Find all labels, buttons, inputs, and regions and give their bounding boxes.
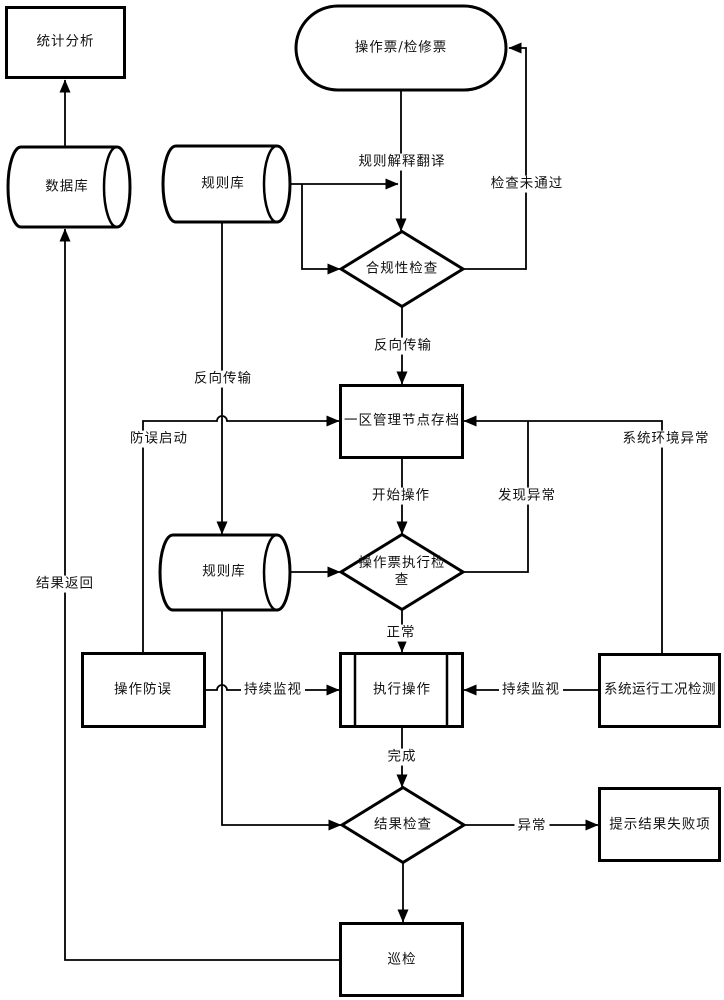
edge-label-result-return: 结果返回 (33, 575, 97, 593)
edge-label-reverse-transmission-left: 反向传输 (191, 370, 255, 388)
failure-prompt-label: 提示结果失败项 (609, 816, 711, 833)
edge-label-rule-interpretation: 规则解释翻译 (355, 153, 449, 171)
edge-label-monitor-left: 持续监视 (241, 681, 305, 699)
database-cylinder-face (102, 145, 118, 229)
edge-label-anti-error-start: 防误启动 (127, 430, 191, 448)
edge-label-abnormal: 异常 (514, 817, 550, 835)
edge-antierror-start-to-archive (142, 415, 340, 653)
edge-label-check-not-passed: 检查未通过 (487, 175, 567, 193)
execute-operation-process (339, 652, 464, 728)
edge-patrol-to-database-result-return (59, 228, 340, 961)
edge-label-system-env-abnormal: 系统环境异常 (619, 430, 713, 448)
rule-base-mid-cylinder-face (262, 533, 278, 612)
edge-label-monitor-right: 持续监视 (499, 681, 563, 699)
compliance-check-diamond (338, 229, 466, 309)
result-check-label: 结果检查 (374, 816, 432, 833)
rule-base-mid-label: 规则库 (202, 563, 246, 580)
system-condition-detection-box (598, 653, 721, 728)
result-check-diamond (339, 785, 467, 865)
database-label: 数据库 (45, 178, 89, 195)
statistical-analysis-box (5, 6, 126, 79)
operation-ticket-label: 操作票/检修票 (354, 39, 448, 56)
rule-base-top-label: 规则库 (201, 175, 245, 192)
execute-operation-label: 执行操作 (373, 681, 431, 698)
operation-ticket-terminator (294, 4, 508, 92)
rule-base-top-cylinder-face (262, 144, 278, 224)
operation-anti-error-box (81, 652, 206, 728)
patrol-inspection-box (339, 922, 464, 997)
failure-prompt-box (598, 787, 721, 862)
edge-check-not-passed-feedback (463, 42, 527, 270)
edge-sysenv-abnormal-to-archive (463, 415, 663, 654)
edge-rulebase2-to-result-check (221, 610, 342, 831)
zone1-archive-box (339, 384, 464, 459)
ticket-execution-check-diamond (338, 532, 466, 612)
edge-label-found-abnormal: 发现异常 (495, 487, 559, 505)
statistical-analysis-label: 统计分析 (36, 33, 95, 50)
patrol-inspection-label: 巡检 (387, 951, 417, 968)
edge-label-complete: 完成 (384, 748, 420, 766)
zone1-archive-label: 一区管理节点存档 (344, 412, 460, 429)
system-condition-detection-label: 系统运行工况检测 (604, 681, 716, 698)
ticket-execution-check-label: 操作票执行检查 (358, 555, 446, 588)
edge-found-abnormal-branch (463, 421, 529, 573)
operation-anti-error-label: 操作防误 (114, 681, 172, 698)
compliance-check-label: 合规性检查 (365, 260, 439, 277)
edge-label-start-operation: 开始操作 (369, 487, 433, 505)
edge-label-normal: 正常 (383, 624, 419, 642)
node-shapes (5, 4, 721, 997)
edge-rulebase1-to-compliance-check (301, 184, 341, 275)
connectors (59, 42, 663, 961)
edge-label-reverse-transmission-center: 反向传输 (371, 337, 435, 355)
